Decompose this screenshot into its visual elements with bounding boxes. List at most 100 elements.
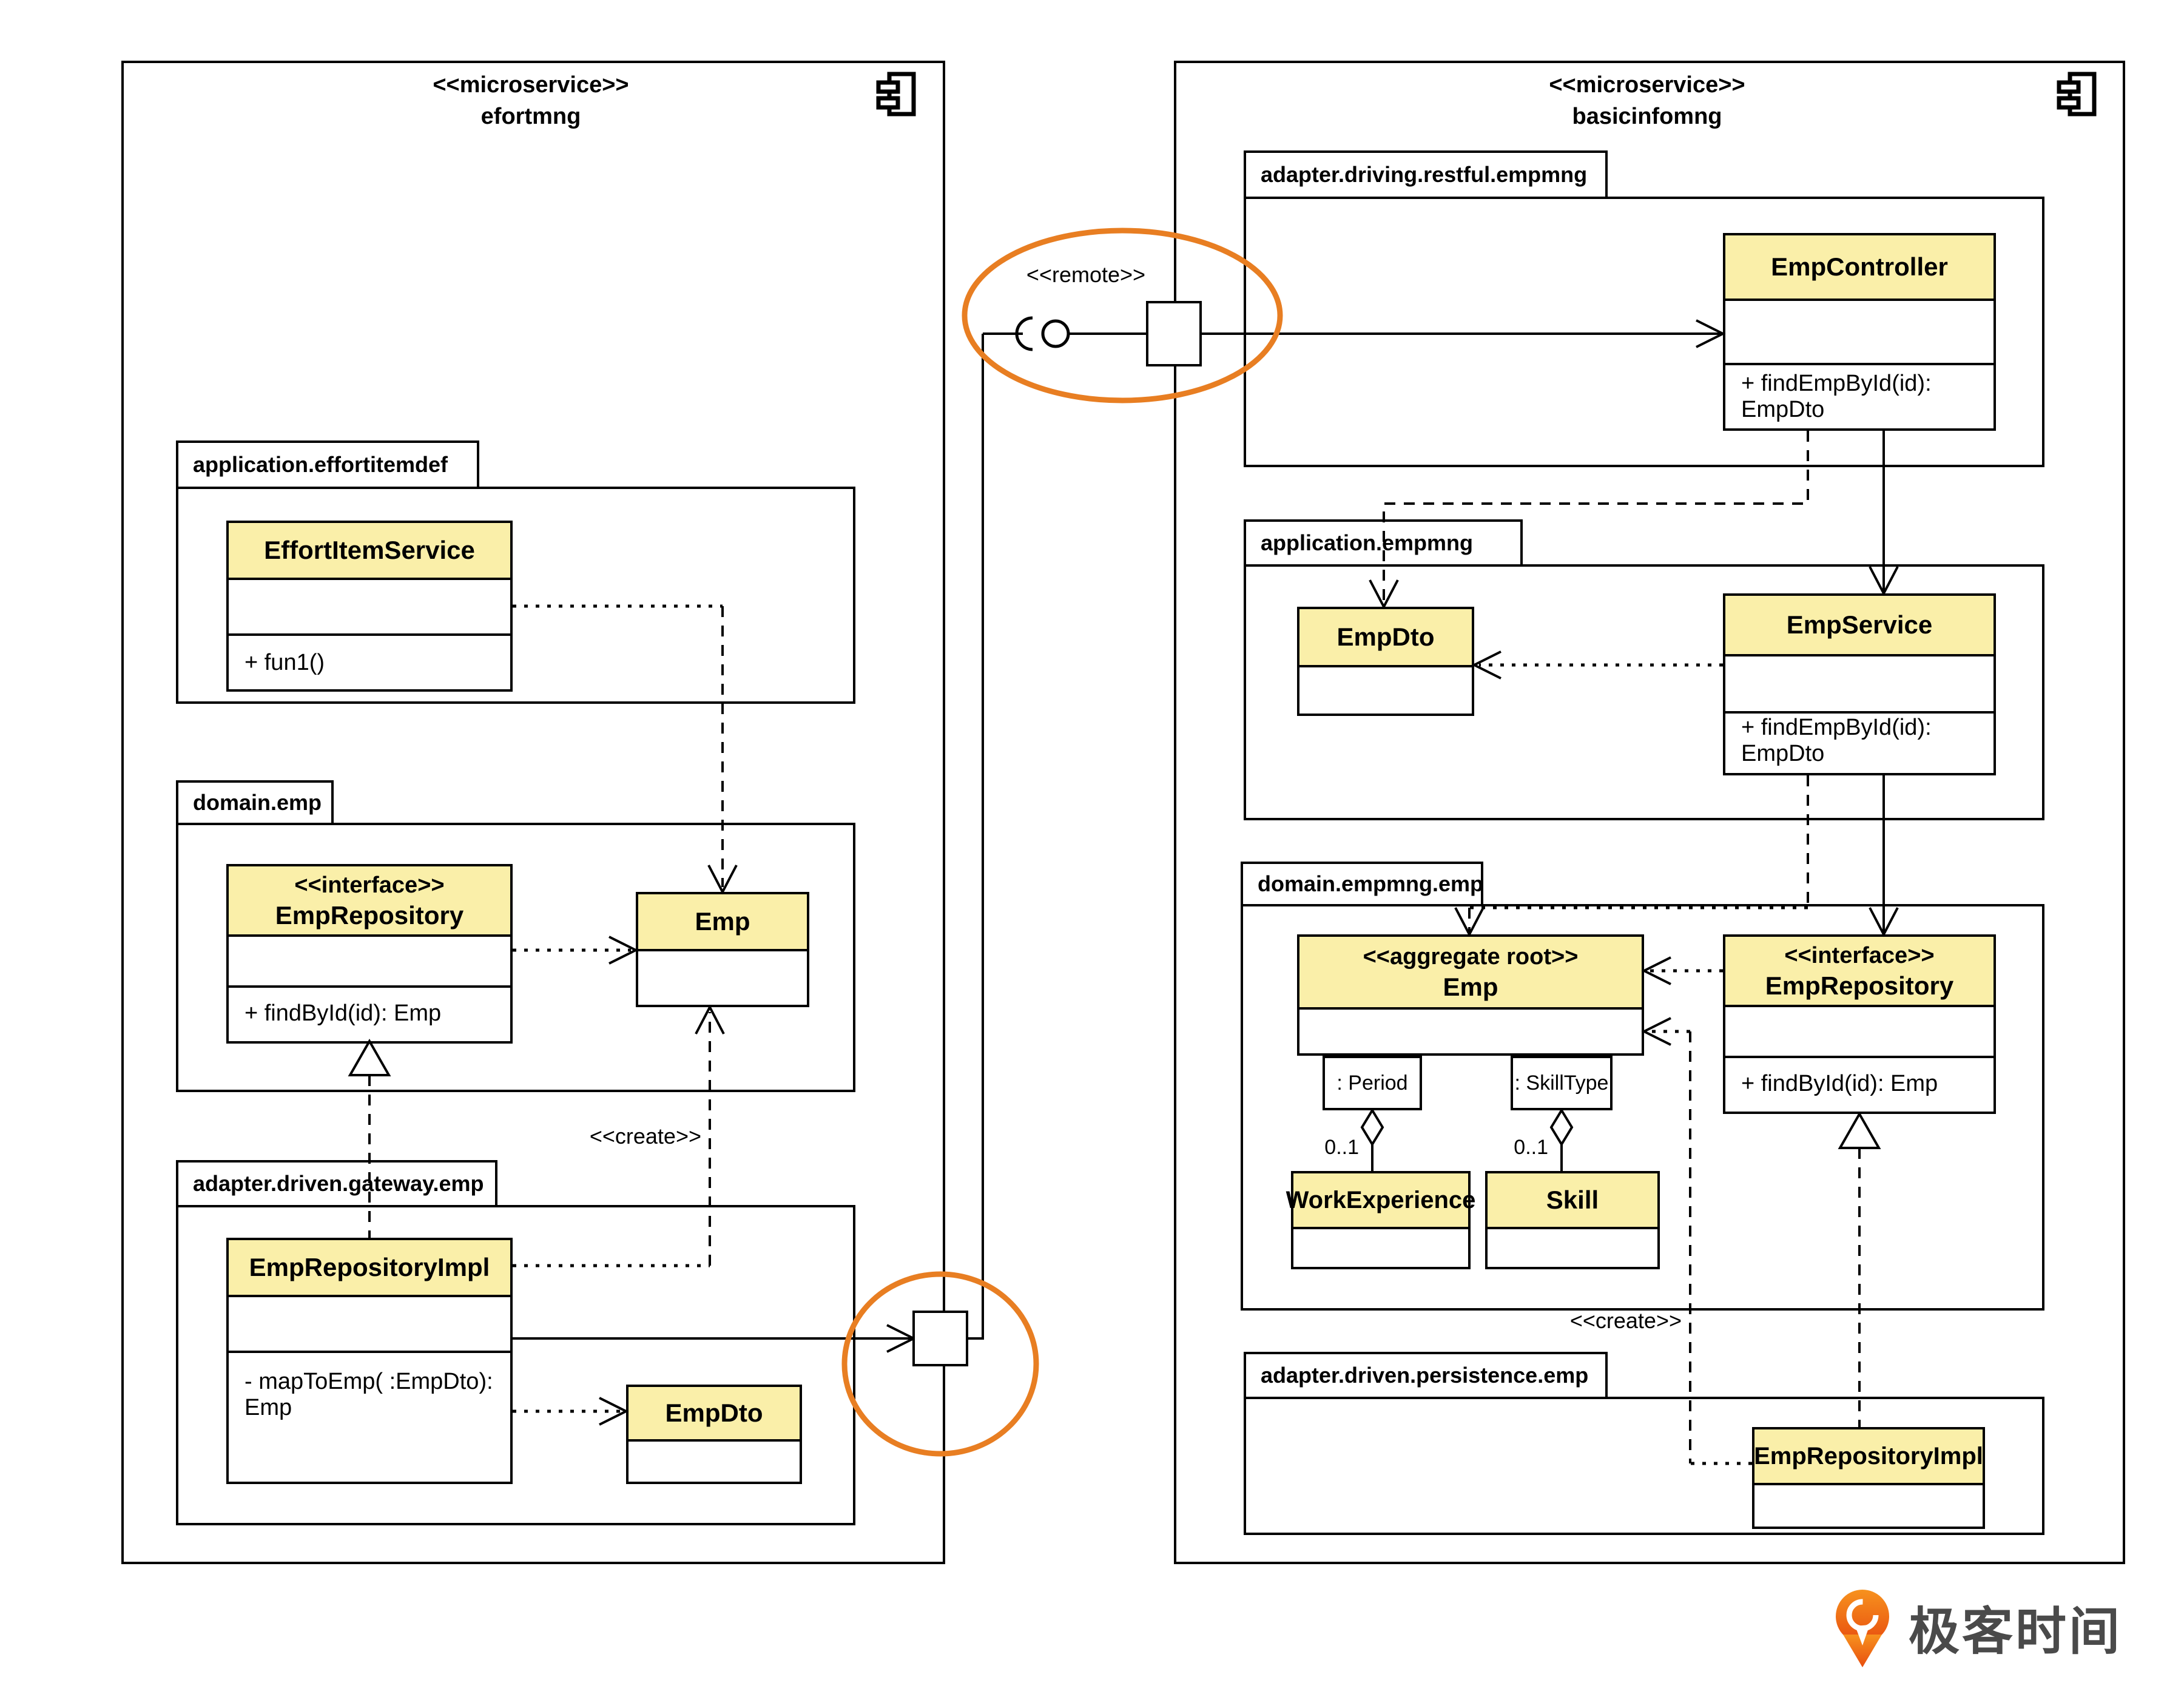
part-label: : Period bbox=[1336, 1071, 1408, 1095]
class-operations: - mapToEmp( :EmpDto): Emp bbox=[229, 1351, 510, 1479]
microservice-stereotype: <<microservice>> bbox=[1549, 72, 1745, 98]
package-label: adapter.driving.restful.empmng bbox=[1261, 162, 1588, 187]
microservice-efortmng-title: <<microservice>> efortmng bbox=[121, 69, 940, 132]
class-operations: + findEmpById(id): EmpDto bbox=[1725, 711, 1994, 768]
class-body bbox=[1754, 1483, 1983, 1524]
class-name: EmpRepositoryImpl bbox=[249, 1253, 490, 1281]
class-name: EmpDto bbox=[665, 1399, 763, 1427]
part-period: : Period bbox=[1323, 1056, 1422, 1110]
class-emprepository-right: <<interface>> EmpRepository + findById(i… bbox=[1723, 934, 1996, 1114]
class-name: EmpRepository bbox=[1765, 971, 1954, 1000]
class-stereotype: <<interface>> bbox=[1784, 943, 1935, 968]
required-interface-socket bbox=[1015, 316, 1033, 351]
operation: + findEmpById(id): EmpDto bbox=[1741, 371, 1932, 422]
package-label: application.empmng bbox=[1261, 530, 1474, 555]
package-gateway-emp-tab: adapter.driven.gateway.emp bbox=[176, 1160, 497, 1205]
package-application-empmng-tab: application.empmng bbox=[1244, 519, 1523, 564]
class-workexperience: WorkExperience bbox=[1286, 1171, 1475, 1269]
class-body bbox=[629, 1439, 800, 1479]
class-header: EffortItemService bbox=[229, 523, 510, 578]
class-attributes bbox=[1725, 1005, 1994, 1056]
package-label: application.effortitemdef bbox=[193, 452, 448, 477]
package-persistence-emp-body bbox=[1244, 1397, 2044, 1535]
class-name: EmpDto bbox=[1336, 623, 1435, 651]
class-emp-left: Emp bbox=[636, 892, 809, 1007]
class-name: EmpService bbox=[1786, 610, 1933, 639]
geektime-logo-text: 极客时间 bbox=[1909, 1603, 2123, 1660]
part-label: : SkillType bbox=[1514, 1071, 1609, 1095]
provided-interface-ball bbox=[1041, 319, 1070, 348]
microservice-stereotype: <<microservice>> bbox=[433, 72, 629, 98]
part-skilltype: : SkillType bbox=[1511, 1056, 1613, 1110]
create-label-left: <<create>> bbox=[589, 1124, 701, 1149]
class-skill: Skill bbox=[1485, 1171, 1660, 1269]
package-label: domain.emp bbox=[193, 790, 322, 815]
package-label: domain.empmng.emp bbox=[1258, 871, 1484, 896]
operation: + fun1() bbox=[244, 649, 325, 675]
class-name: EmpRepository bbox=[275, 901, 464, 930]
operation: + findById(id): Emp bbox=[244, 1000, 442, 1026]
class-attributes bbox=[1725, 654, 1994, 711]
class-emp-aggregate-root: <<aggregate root>> Emp bbox=[1297, 934, 1644, 1056]
class-header: Emp bbox=[638, 894, 807, 949]
class-header: Skill bbox=[1488, 1173, 1657, 1227]
class-name: EmpController bbox=[1771, 252, 1948, 281]
class-header: <<aggregate root>> Emp bbox=[1299, 937, 1642, 1007]
class-name: EmpRepositoryImpl bbox=[1754, 1443, 1983, 1470]
class-body bbox=[1488, 1227, 1657, 1264]
microservice-basicinfomng bbox=[1174, 61, 2125, 1564]
package-domain-emp-tab: domain.emp bbox=[176, 780, 334, 823]
class-operations: + findById(id): Emp bbox=[229, 985, 510, 1039]
microservice-name: basicinfomng bbox=[1572, 104, 1722, 129]
class-operations: + fun1() bbox=[229, 633, 510, 689]
class-attributes bbox=[229, 934, 510, 985]
package-application-effortitemdef-tab: application.effortitemdef bbox=[176, 440, 479, 487]
package-label: adapter.driven.persistence.emp bbox=[1261, 1363, 1589, 1388]
class-body bbox=[1293, 1227, 1468, 1264]
class-name: Emp bbox=[695, 907, 750, 936]
class-header: EmpRepositoryImpl bbox=[229, 1240, 510, 1295]
class-header: <<interface>> EmpRepository bbox=[1725, 937, 1994, 1005]
class-operations: + findById(id): Emp bbox=[1725, 1056, 1994, 1109]
operation: + findEmpById(id): EmpDto bbox=[1741, 715, 1932, 766]
class-empservice: EmpService + findEmpById(id): EmpDto bbox=[1723, 593, 1996, 775]
class-operations: + findEmpById(id): EmpDto bbox=[1725, 363, 1994, 428]
class-attributes bbox=[229, 578, 510, 633]
package-domain-empmng-emp-body bbox=[1241, 904, 2044, 1311]
class-header: WorkExperience bbox=[1286, 1173, 1475, 1227]
class-header: EmpDto bbox=[629, 1387, 800, 1439]
class-header: EmpService bbox=[1725, 596, 1994, 654]
class-name: Emp bbox=[1443, 973, 1498, 1001]
class-attributes bbox=[229, 1295, 510, 1351]
package-label: adapter.driven.gateway.emp bbox=[193, 1171, 484, 1196]
class-body bbox=[1299, 665, 1472, 711]
create-label-right: <<create>> bbox=[1569, 1308, 1682, 1333]
class-stereotype: <<interface>> bbox=[294, 872, 445, 898]
multiplicity-workexperience: 0..1 bbox=[1324, 1136, 1359, 1159]
geektime-logo-icon bbox=[1836, 1590, 1889, 1667]
class-name: EffortItemService bbox=[264, 536, 475, 564]
microservice-name: efortmng bbox=[480, 104, 581, 129]
class-header: <<interface>> EmpRepository bbox=[229, 866, 510, 934]
class-emprepositoryimpl-right: EmpRepositoryImpl bbox=[1752, 1427, 1985, 1529]
package-restful-empmng-tab: adapter.driving.restful.empmng bbox=[1244, 150, 1608, 197]
class-header: EmpController bbox=[1725, 235, 1994, 299]
class-emprepository-left: <<interface>> EmpRepository + findById(i… bbox=[226, 864, 513, 1044]
class-effortitemservice: EffortItemService + fun1() bbox=[226, 521, 513, 692]
class-name: WorkExperience bbox=[1286, 1187, 1476, 1213]
package-application-effortitemdef-body bbox=[176, 487, 855, 704]
class-body bbox=[1299, 1007, 1642, 1051]
class-attributes bbox=[1725, 299, 1994, 363]
class-empdto-right: EmpDto bbox=[1297, 607, 1474, 716]
package-domain-empmng-emp-tab: domain.empmng.emp bbox=[1241, 862, 1483, 904]
multiplicity-skill: 0..1 bbox=[1514, 1136, 1548, 1159]
remote-label: <<remote>> bbox=[1026, 262, 1146, 287]
class-body bbox=[638, 949, 807, 1005]
microservice-basicinfomng-title: <<microservice>> basicinfomng bbox=[1174, 69, 2120, 132]
class-empcontroller: EmpController + findEmpById(id): EmpDto bbox=[1723, 233, 1996, 431]
class-header: EmpRepositoryImpl bbox=[1754, 1429, 1983, 1483]
package-persistence-emp-tab: adapter.driven.persistence.emp bbox=[1244, 1352, 1608, 1397]
class-header: EmpDto bbox=[1299, 609, 1472, 665]
package-domain-emp-body bbox=[176, 823, 855, 1092]
